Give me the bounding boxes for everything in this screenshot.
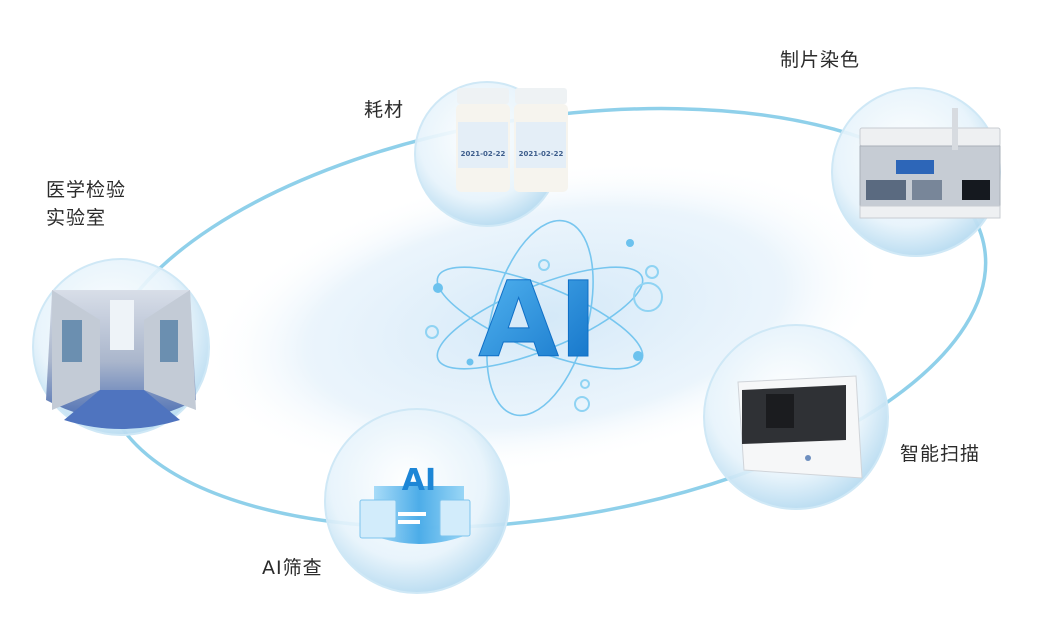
label-lab: 医学检验 实验室 [46, 179, 127, 229]
atom-particles [433, 239, 643, 366]
svg-text:2021-02-22: 2021-02-22 [461, 150, 506, 158]
decorative-bubbles [425, 259, 663, 412]
label-ai-screening: AI筛查 [262, 557, 323, 579]
label-slide-staining: 制片染色 [780, 49, 861, 71]
node-ai-screening[interactable]: AI [324, 408, 510, 594]
ai-screening-badge: AI [402, 463, 436, 498]
label-smart-scan: 智能扫描 [900, 443, 981, 465]
staining-machine [859, 108, 1001, 219]
node-smart-scan[interactable] [703, 324, 889, 510]
node-consumables[interactable]: 2021-02-22 2021-02-22 [414, 81, 568, 227]
node-lab[interactable] [32, 258, 210, 436]
svg-text:2021-02-22: 2021-02-22 [519, 150, 564, 158]
node-slide-staining[interactable] [831, 87, 1001, 257]
ai-screening-graphic: AI [359, 463, 471, 544]
atom-orbits [436, 219, 644, 417]
center-ai-title: AI [478, 259, 597, 381]
scanner-device [737, 375, 863, 479]
lab-corridor [46, 290, 196, 429]
reagent-vials: 2021-02-22 2021-02-22 [456, 88, 568, 192]
label-consumables: 耗材 [364, 99, 405, 121]
